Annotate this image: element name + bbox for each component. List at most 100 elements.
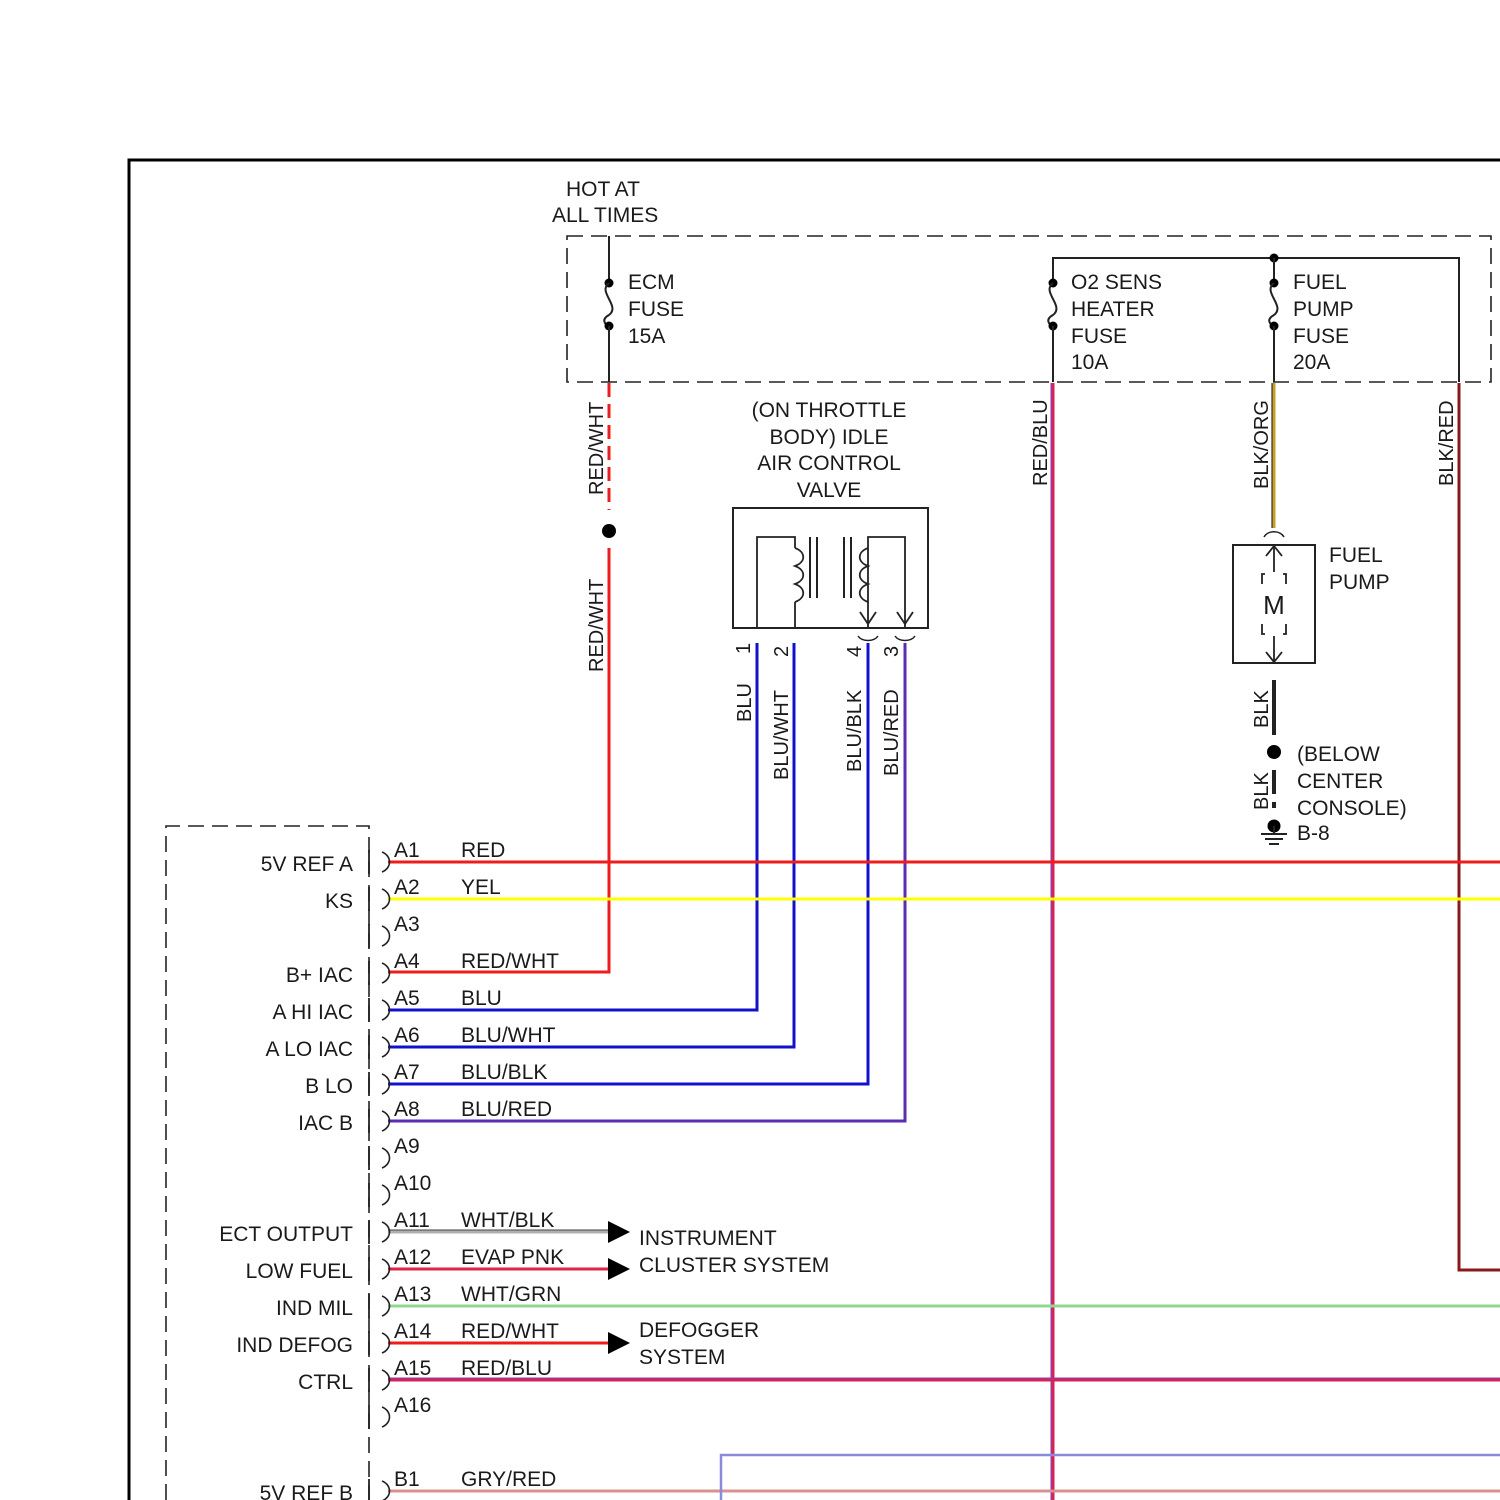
pin-label-a3: A3 (394, 913, 420, 936)
wire-color-a11: WHT/BLK (461, 1209, 554, 1232)
ground-splice (1267, 745, 1281, 759)
fuel-fuse-label: FUSE (1293, 325, 1349, 348)
arrow-to-instrument-cluster (608, 1258, 630, 1280)
iac-wire-label-blu-wht: BLU/WHT (771, 690, 793, 780)
iac-wire-label-blu: BLU (734, 683, 756, 722)
pin-label-a4: A4 (394, 950, 420, 973)
wire-blu-a5 (388, 643, 757, 1010)
iac-wire-label-blu-red: BLU/RED (881, 689, 903, 776)
fuel-pump-motor-symbol: M (1263, 590, 1285, 620)
pin-function-a12: LOW FUEL (246, 1260, 353, 1283)
wire-color-a5: BLU (461, 987, 502, 1010)
pin-function-a14: IND DEFOG (236, 1334, 353, 1357)
pin-function-a5: A HI IAC (272, 1001, 353, 1024)
pin-label-a8: A8 (394, 1098, 420, 1121)
terminal-a10 (382, 1185, 390, 1205)
pin-function-a6: A LO IAC (265, 1038, 353, 1061)
wire-color-a8: BLU/RED (461, 1098, 552, 1121)
o2-fuse-label: FUSE (1071, 325, 1127, 348)
pin-function-a1: 5V REF A (261, 853, 353, 876)
iac-valve-label: AIR CONTROL (757, 452, 901, 475)
pin-label-a5: A5 (394, 987, 420, 1010)
pin-function-a7: B LO (305, 1075, 353, 1098)
iac-valve-label: VALVE (797, 479, 862, 502)
o2-fuse-label: O2 SENS (1071, 271, 1162, 294)
ecm-connector-outline (166, 826, 369, 1500)
destination-defogger-label: SYSTEM (639, 1346, 725, 1369)
wire-color-a13: WHT/GRN (461, 1283, 561, 1306)
arrow-to-defogger (608, 1332, 630, 1354)
pin-label-a11: A11 (394, 1209, 430, 1232)
terminal-a9 (382, 1148, 390, 1168)
destination-instrument-label: CLUSTER SYSTEM (639, 1254, 829, 1277)
ecm-fuse (604, 236, 613, 382)
pin-label-a12: A12 (394, 1246, 431, 1269)
fuel-fuse-label: 20A (1293, 351, 1330, 374)
pin-function-a8: IAC B (298, 1112, 353, 1135)
power-source-label: HOT AT (566, 178, 640, 201)
pin-label-a2: A2 (394, 876, 420, 899)
fuel-fuse-label: PUMP (1293, 298, 1354, 321)
iac-pin-2: 2 (771, 646, 793, 657)
iac-pin-1: 1 (733, 643, 755, 654)
wire-color-a6: BLU/WHT (461, 1024, 556, 1047)
terminal-a3 (382, 926, 390, 946)
wire-color-b1: GRY/RED (461, 1468, 556, 1491)
wire-label-blk-lower: BLK (1251, 772, 1273, 810)
iac-valve-label: (ON THROTTLE (752, 399, 907, 422)
wire-color-a7: BLU/BLK (461, 1061, 547, 1084)
o2-sens-heater-fuse (1048, 279, 1057, 383)
pin-function-a13: IND MIL (276, 1297, 353, 1320)
iac-valve-label: BODY) IDLE (769, 426, 888, 449)
destination-defogger-label: DEFOGGER (639, 1319, 759, 1342)
pin-label-a1: A1 (394, 839, 420, 862)
pin-label-a7: A7 (394, 1061, 420, 1084)
wire-label-ecm-upper: RED/WHT (586, 402, 608, 495)
pin-function-b1: 5V REF B (260, 1482, 353, 1500)
ground-location-label: CENTER (1297, 770, 1383, 793)
ground-symbol (1261, 820, 1287, 845)
ecm-fuse-label: 15A (628, 325, 665, 348)
pin-label-a10: A10 (394, 1172, 431, 1195)
pin-function-a11: ECT OUTPUT (219, 1223, 353, 1246)
pin-label-a13: A13 (394, 1283, 431, 1306)
wire-label-right: BLK/RED (1436, 400, 1458, 486)
pin-label-b1: B1 (394, 1468, 420, 1491)
pin-label-a14: A14 (394, 1320, 432, 1343)
o2-fuse-label: HEATER (1071, 298, 1155, 321)
wire-label-blk-upper: BLK (1251, 690, 1273, 728)
iac-wire-label-blu-blk: BLU/BLK (844, 689, 866, 772)
o2-fuse-label: 10A (1071, 351, 1108, 374)
fuel-pump-fuse (1269, 258, 1278, 382)
ground-location-label: (BELOW (1297, 743, 1380, 766)
wire-blk-red (1459, 383, 1500, 1270)
wire-color-a14: RED/WHT (461, 1320, 559, 1343)
wire-purple-bottom (721, 1455, 1500, 1500)
wire-red-wht-a4 (388, 548, 609, 972)
arrow-to-instrument-cluster (608, 1221, 630, 1243)
fuel-pump-label: FUEL (1329, 544, 1383, 567)
wire-color-a12: EVAP PNK (461, 1246, 564, 1269)
ecm-fuse-label: FUSE (628, 298, 684, 321)
ground-location-label: CONSOLE) (1297, 797, 1407, 820)
terminal-a16 (382, 1407, 390, 1427)
wire-color-a2: YEL (461, 876, 501, 899)
power-source-label: ALL TIMES (552, 204, 658, 227)
pin-label-a16: A16 (394, 1394, 431, 1417)
splice-dot (602, 524, 616, 538)
pin-function-a4: B+ IAC (286, 964, 353, 987)
wire-label-ecm-lower: RED/WHT (586, 579, 608, 672)
pin-label-a15: A15 (394, 1357, 431, 1380)
wire-color-a15: RED/BLU (461, 1357, 552, 1380)
wire-color-a4: RED/WHT (461, 950, 559, 973)
pin-label-a9: A9 (394, 1135, 420, 1158)
ground-id-label: B-8 (1297, 822, 1330, 845)
wire-color-a1: RED (461, 839, 505, 862)
iac-valve-component (733, 508, 928, 641)
iac-pin-4: 4 (844, 646, 866, 657)
wire-label-o2: RED/BLU (1030, 399, 1052, 486)
destination-instrument-label: INSTRUMENT (639, 1227, 777, 1250)
ecm-fuse-label: ECM (628, 271, 675, 294)
